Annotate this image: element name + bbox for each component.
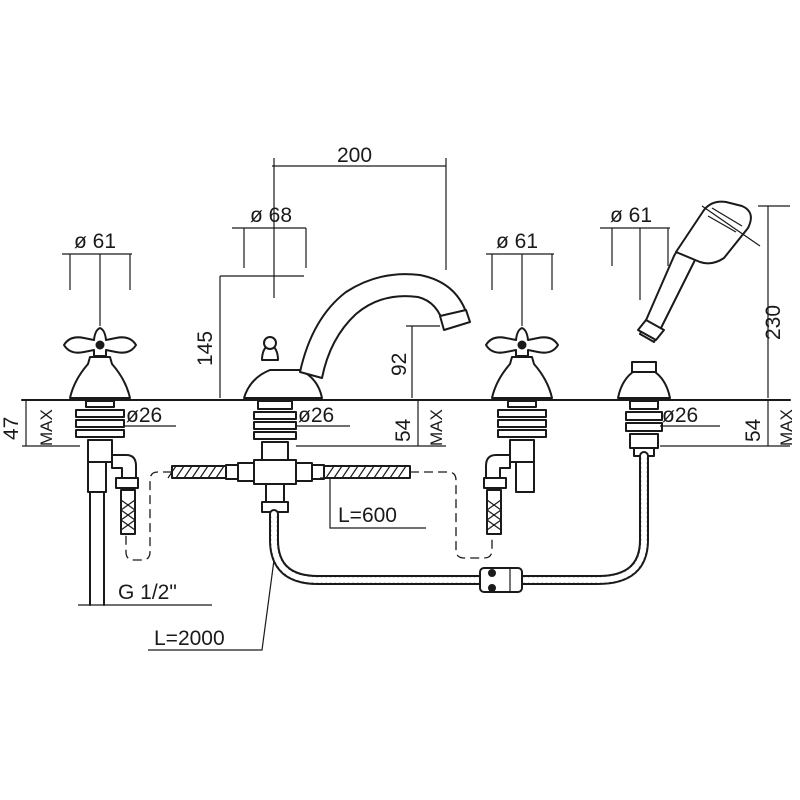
dim-hose-long: L=2000 bbox=[154, 627, 225, 650]
shower-hose bbox=[269, 451, 649, 593]
dim-hose-short: L=600 bbox=[338, 504, 397, 527]
dimension-lines bbox=[22, 158, 790, 651]
dim-right-handle-diameter: ø 61 bbox=[496, 230, 538, 253]
dim-spout-diameter: ø 68 bbox=[250, 204, 292, 227]
dim-right-deck-max: 54 bbox=[742, 418, 765, 442]
left-valve bbox=[63, 327, 139, 606]
dim-center-max-label: MAX bbox=[427, 409, 446, 446]
dim-left-max-label: MAX bbox=[37, 409, 56, 446]
dim-center-deck-max: 54 bbox=[392, 418, 415, 442]
dim-pipe-center: ø26 bbox=[298, 404, 334, 427]
dim-spout-outlet-height: 92 bbox=[388, 353, 411, 376]
dim-pipe-left: ø26 bbox=[126, 404, 162, 427]
dim-left-handle-diameter: ø 61 bbox=[74, 230, 116, 253]
dim-spacing-200: 200 bbox=[337, 144, 372, 167]
dim-left-deck-max: 47 bbox=[0, 417, 23, 440]
dim-shower-height: 230 bbox=[762, 305, 785, 340]
dim-pipe-right: ø26 bbox=[662, 404, 698, 427]
dim-shower-diameter: ø 61 bbox=[610, 204, 652, 227]
hand-shower bbox=[617, 200, 752, 457]
spout bbox=[225, 273, 471, 513]
dashed-connections bbox=[125, 471, 493, 561]
dim-right-max-label: MAX bbox=[777, 409, 796, 446]
dim-spout-height: 145 bbox=[194, 331, 217, 366]
dim-thread: G 1/2" bbox=[118, 581, 177, 604]
right-valve bbox=[483, 327, 559, 535]
